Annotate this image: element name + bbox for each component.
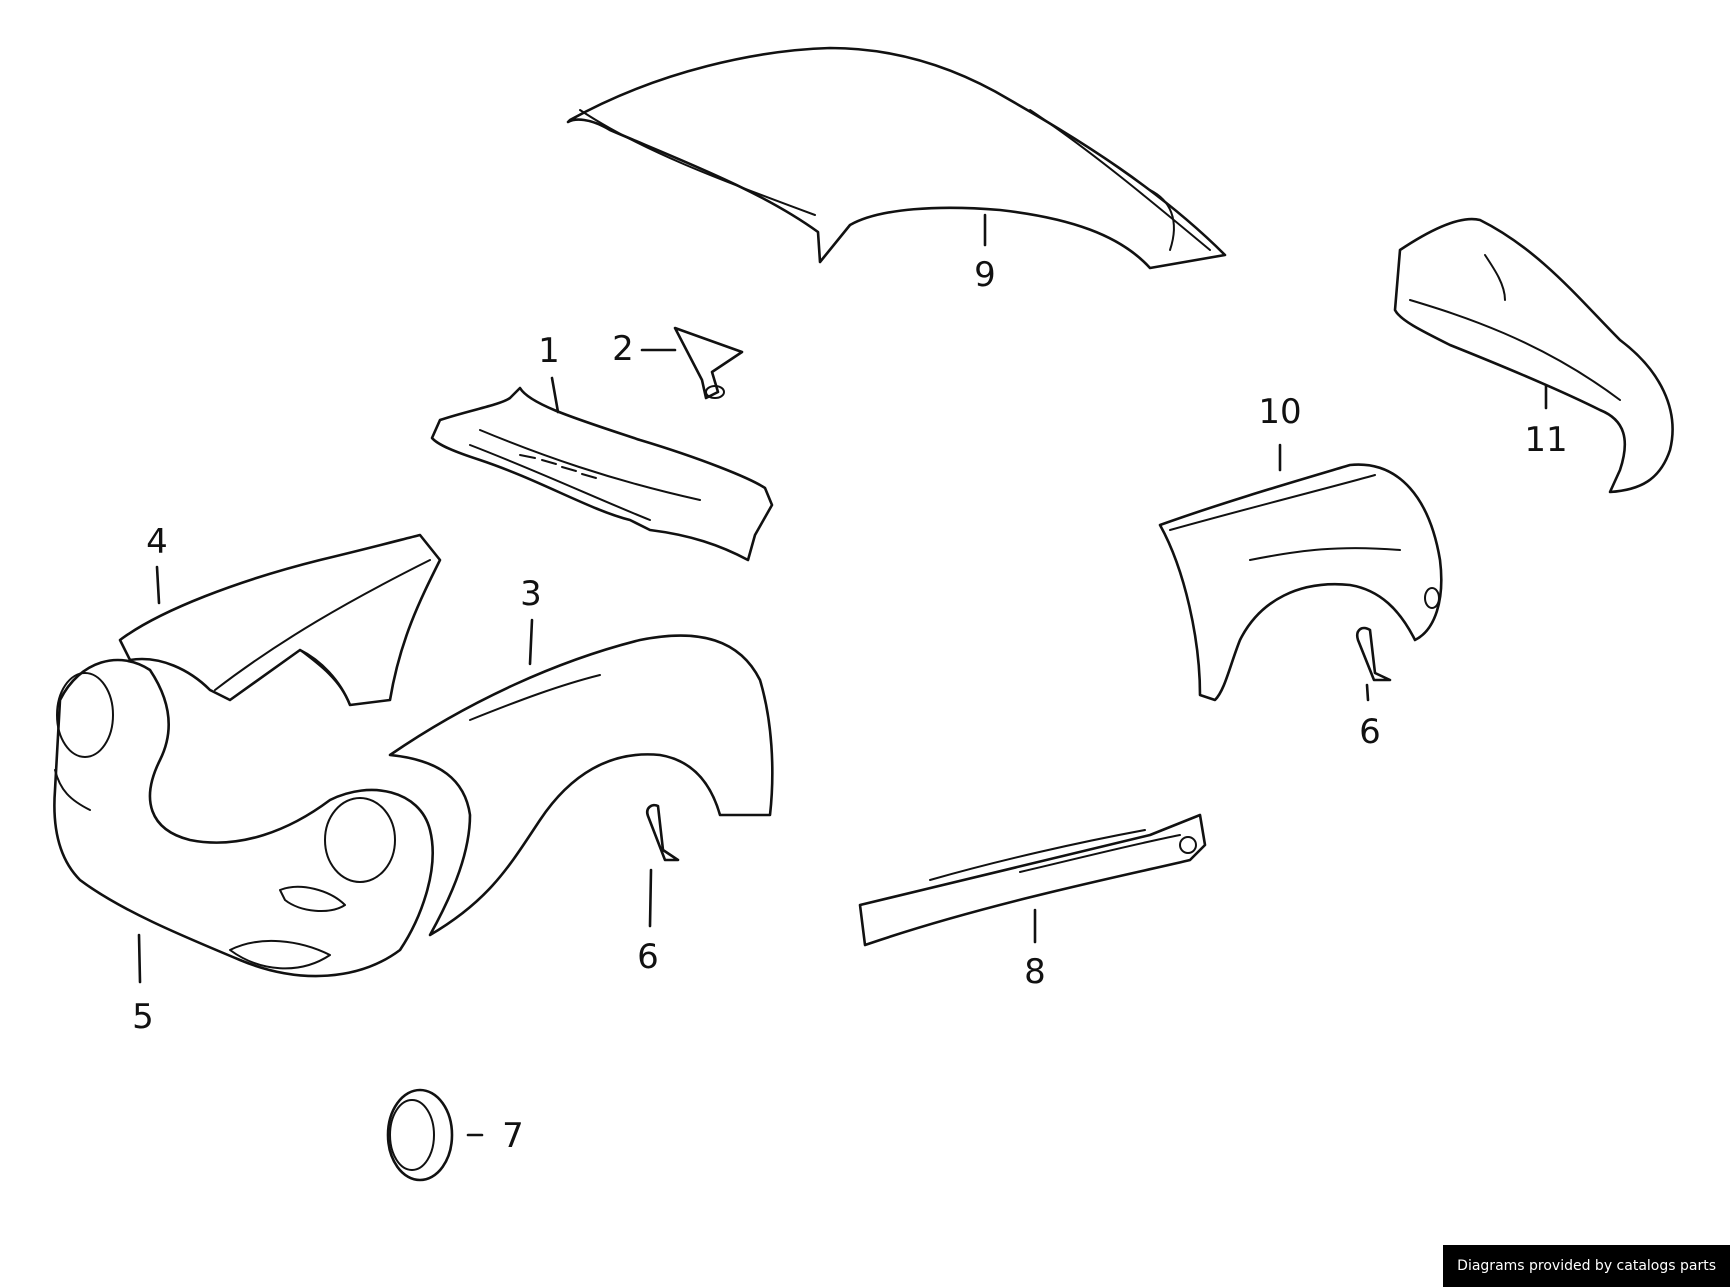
- callout-11: 11: [1524, 420, 1567, 460]
- front-hood: [118, 533, 442, 707]
- callout-4: 4: [146, 522, 168, 562]
- callout-6-rear: 6: [1359, 712, 1381, 752]
- roof-panel: [566, 46, 1227, 270]
- clip-rear: [1356, 626, 1392, 682]
- callout-labels: 9 2 1 4 3 5 6 6 7 8 10 11: [132, 255, 1567, 1156]
- diagram-credit-badge: Diagrams provided by catalogs parts: [1443, 1245, 1730, 1287]
- rocker-panel: [858, 813, 1207, 947]
- rear-quarter-panel: [1158, 463, 1443, 702]
- corner-bracket: [673, 326, 744, 400]
- callout-9: 9: [974, 255, 996, 295]
- leader-lines: [137, 213, 1548, 1137]
- rear-panel: [1393, 217, 1674, 494]
- front-fender: [388, 634, 774, 937]
- cowl-panel: [430, 386, 774, 562]
- callout-5: 5: [132, 997, 154, 1037]
- callout-10: 10: [1258, 392, 1301, 432]
- front-apron: [53, 658, 434, 978]
- callout-1: 1: [538, 331, 560, 371]
- callout-8: 8: [1024, 952, 1046, 992]
- callout-6-front: 6: [637, 937, 659, 977]
- seal-ring: [386, 1088, 454, 1182]
- callout-3: 3: [520, 574, 542, 614]
- callout-2: 2: [612, 329, 634, 369]
- clip-front: [646, 803, 680, 862]
- callout-7: 7: [502, 1116, 524, 1156]
